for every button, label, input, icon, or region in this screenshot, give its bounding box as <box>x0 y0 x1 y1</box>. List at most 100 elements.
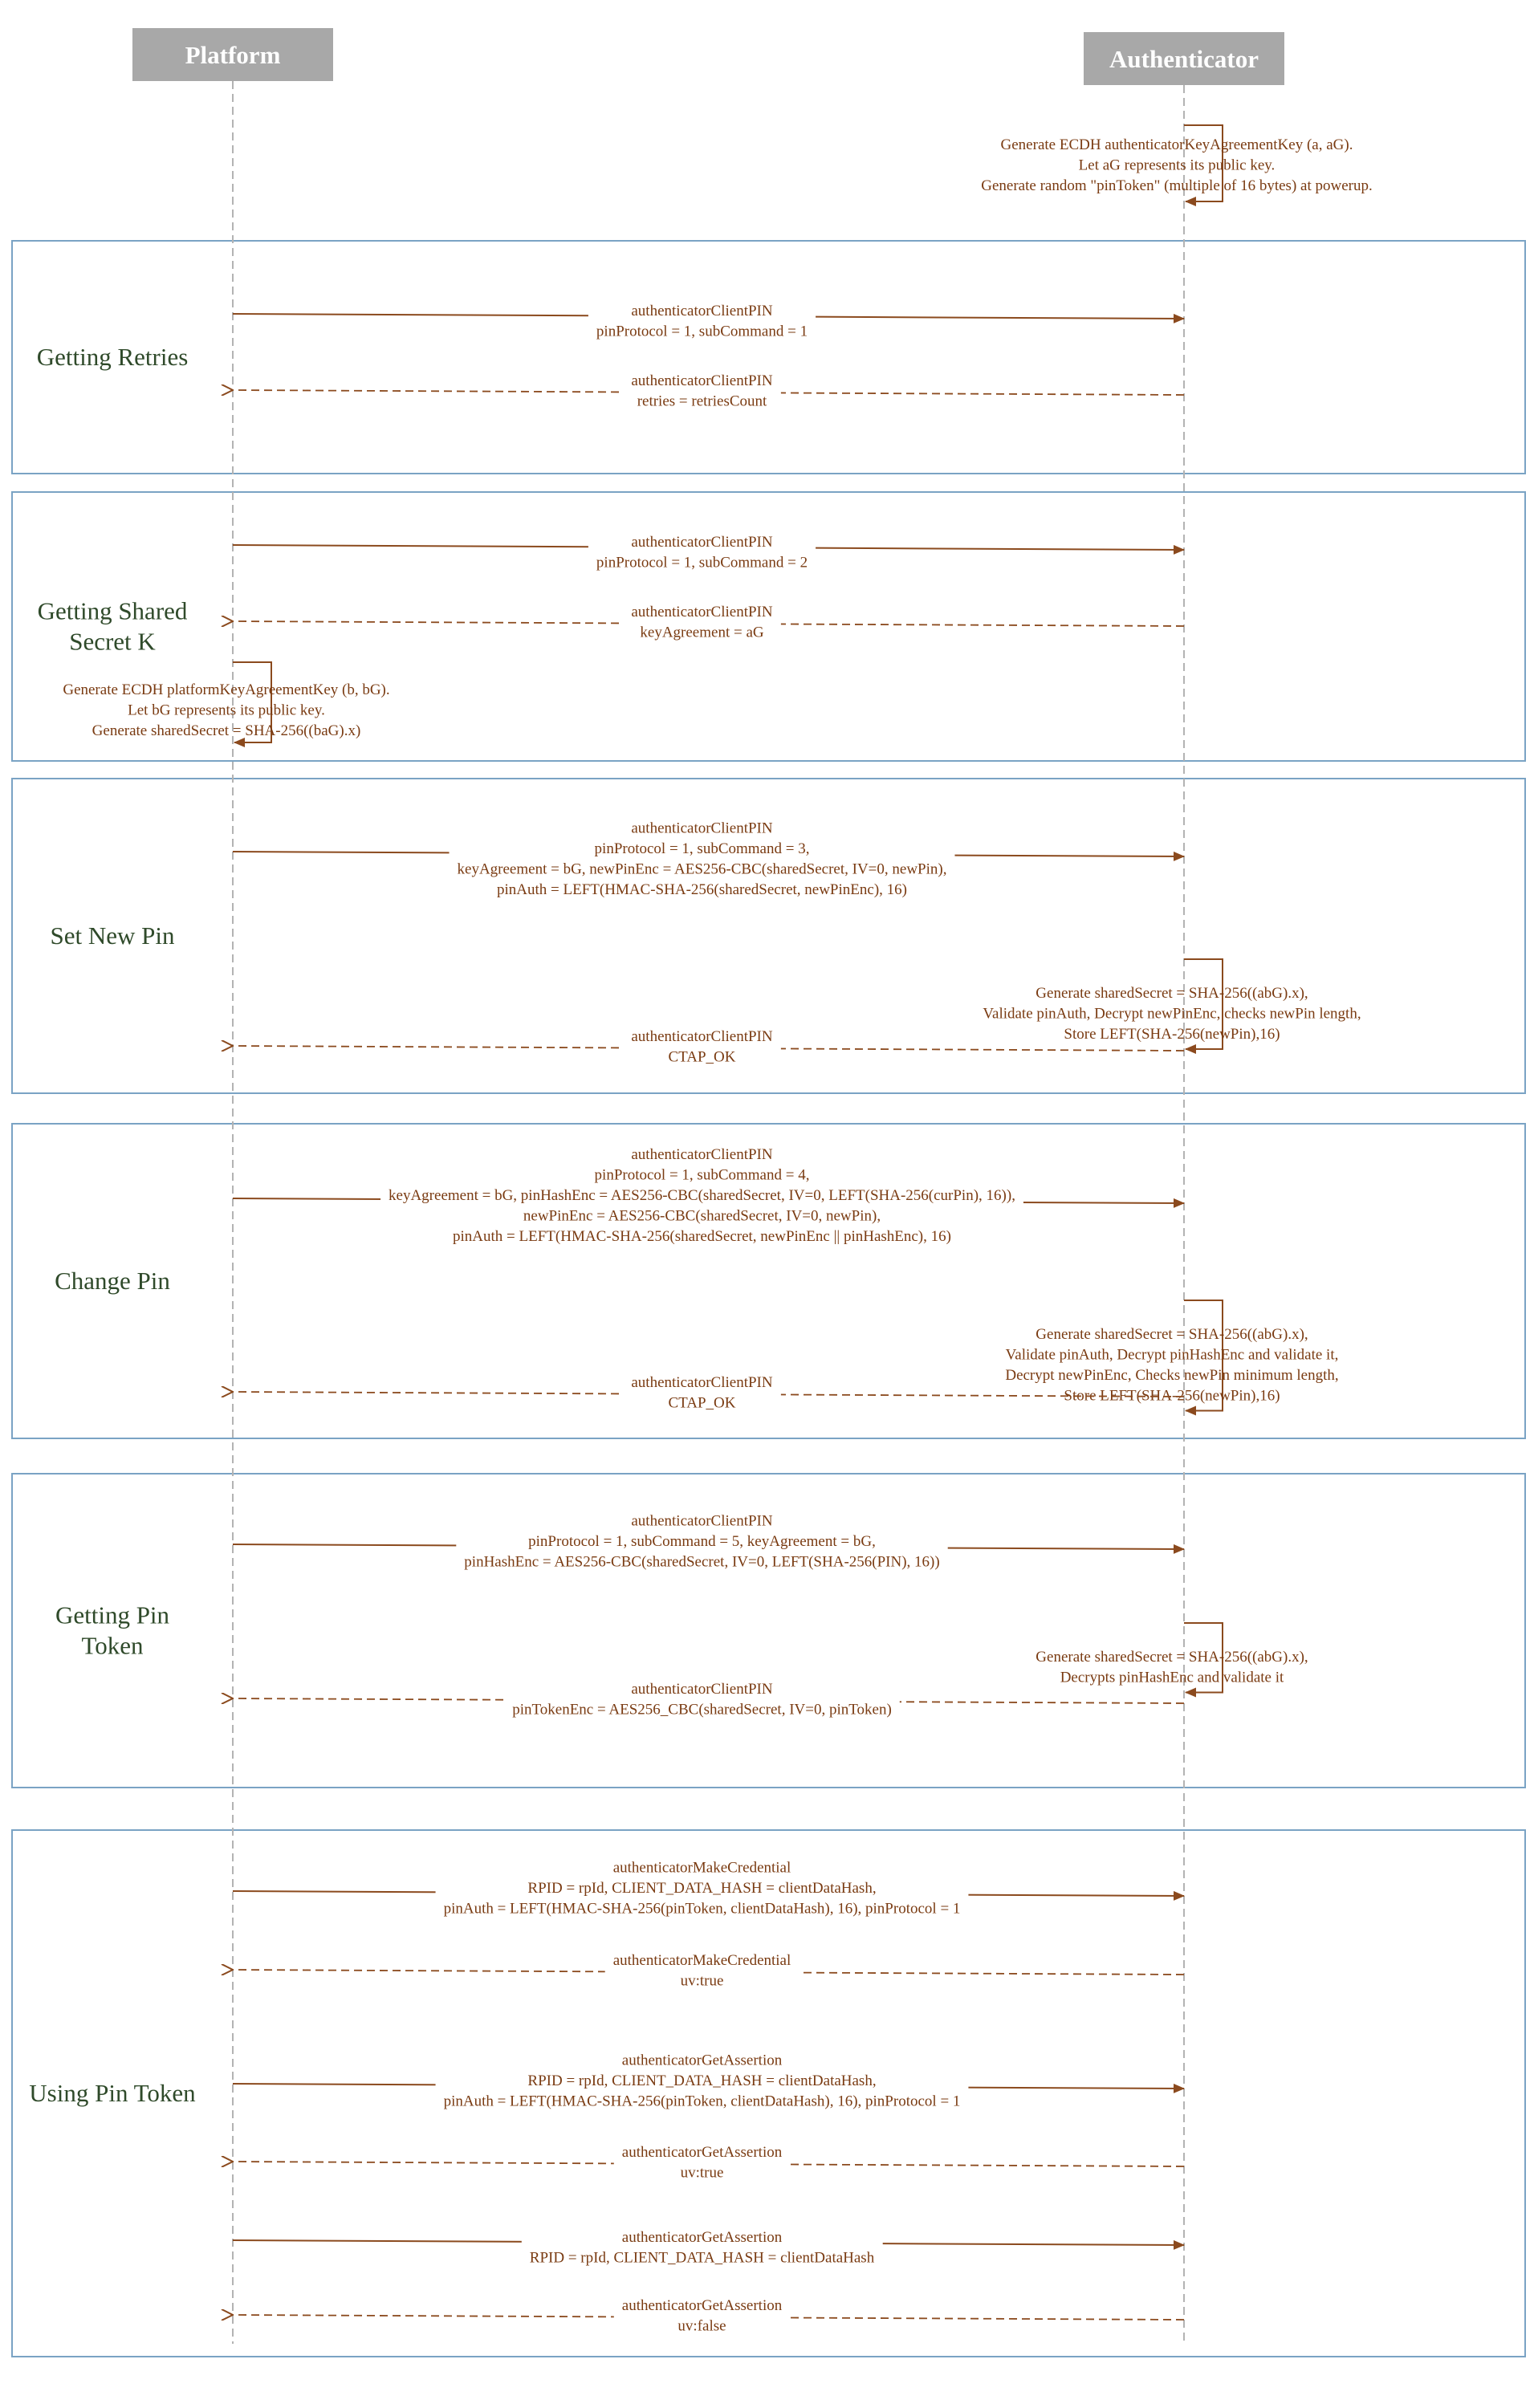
message-label-background <box>623 371 781 412</box>
request-label-line: newPinEnc = AES256-CBC(sharedSecret, IV=… <box>523 1208 881 1225</box>
message-label-background <box>588 532 816 573</box>
authenticator-self-note-line: Generate sharedSecret = SHA-256((abG).x)… <box>1036 1649 1308 1666</box>
response-label-line: CTAP_OK <box>669 1395 736 1412</box>
request-label-line: pinAuth = LEFT(HMAC-SHA-256(sharedSecret… <box>497 881 907 898</box>
request-label-line: authenticatorClientPIN <box>631 303 773 319</box>
request-label-line: authenticatorClientPIN <box>631 820 773 837</box>
message-4-2: Generate sharedSecret = SHA-256((abG).x)… <box>1005 1300 1339 1416</box>
response-label-line: uv:true <box>681 1973 724 1990</box>
authenticator-participant: Authenticator <box>1084 32 1284 85</box>
request-label-line: authenticatorClientPIN <box>631 534 773 551</box>
authenticator-self-arrow <box>1184 958 1223 1054</box>
response-label-line: authenticatorClientPIN <box>631 372 773 389</box>
message-3-1: authenticatorClientPIN pinProtocol = 1, s… <box>232 818 1185 900</box>
response-label: authenticatorClientPIN CTAP_OK <box>623 1027 781 1068</box>
message-label-background <box>521 2227 883 2268</box>
response-label-line: pinTokenEnc = AES256_CBC(sharedSecret, I… <box>512 1702 892 1719</box>
frame-border <box>11 778 1526 1094</box>
message-label-background <box>456 1511 948 1572</box>
request-label-line: pinProtocol = 1, subCommand = 2 <box>596 555 808 571</box>
message-6-2: authenticatorMakeCredential uv:true <box>233 1950 1185 1991</box>
authenticator-init-self-arrow <box>1184 124 1223 206</box>
request-label-line: authenticatorClientPIN <box>631 1146 773 1163</box>
response-label-line: uv:false <box>677 2318 726 2335</box>
frame-label: Getting Pin <box>55 1601 170 1629</box>
request-label-line: pinProtocol = 1, subCommand = 5, keyAgre… <box>528 1533 876 1550</box>
message-label-background <box>504 1679 900 1720</box>
message-label-background <box>613 2296 791 2337</box>
message-4-3: authenticatorClientPIN CTAP_OK <box>233 1373 1185 1413</box>
response-label-line: retries = retriesCount <box>637 393 767 410</box>
response-label: authenticatorClientPIN keyAgreement = aG <box>623 602 781 643</box>
authenticator-self-note-line: Decrypts pinHashEnc and validate it <box>1060 1670 1284 1686</box>
request-label-line: pinProtocol = 1, subCommand = 3, <box>595 840 810 857</box>
request-label-line: pinAuth = LEFT(HMAC-SHA-256(pinToken, cl… <box>444 2093 961 2110</box>
response-label-line: CTAP_OK <box>669 1049 736 1066</box>
message-label-background <box>380 1145 1023 1247</box>
authenticator-init-note: Generate ECDH authenticatorKeyAgreementK… <box>981 136 1372 194</box>
authenticator-self-note-line: Validate pinAuth, Decrypt newPinEnc, che… <box>983 1006 1361 1023</box>
response-label-line: keyAgreement = aG <box>640 624 763 641</box>
request-label-line: RPID = rpId, CLIENT_DATA_HASH = clientDa… <box>530 2250 875 2267</box>
request-label-line: pinHashEnc = AES256-CBC(sharedSecret, IV… <box>464 1554 939 1571</box>
message-label-background <box>623 1373 781 1413</box>
message-label-background <box>623 1027 781 1068</box>
message-3-2: Generate sharedSecret = SHA-256((abG).x)… <box>983 958 1361 1054</box>
response-label-line: authenticatorClientPIN <box>631 1374 773 1391</box>
request-label-line: authenticatorGetAssertion <box>622 2052 783 2069</box>
frame-label: Using Pin Token <box>29 2079 196 2107</box>
response-label-line: authenticatorClientPIN <box>631 1681 773 1698</box>
response-label-line: authenticatorMakeCredential <box>613 1952 791 1969</box>
frame-border <box>11 1473 1526 1788</box>
request-label-line: authenticatorGetAssertion <box>622 2229 783 2246</box>
lifelines-layer <box>232 81 1185 2344</box>
message-label-background <box>604 1950 800 1991</box>
response-label-line: authenticatorClientPIN <box>631 1028 773 1045</box>
platform-self-note: Generate ECDH platformKeyAgreementKey (b… <box>63 681 389 739</box>
message-1-2: authenticatorClientPIN retries = retriesC… <box>233 371 1185 412</box>
frame-border <box>11 240 1526 474</box>
authenticator-self-arrow <box>1184 1622 1223 1698</box>
message-5-3: authenticatorClientPIN pinTokenEnc = AES2… <box>233 1679 1185 1720</box>
frame-border <box>11 491 1526 762</box>
message-label-background <box>613 2142 791 2183</box>
frame-1: Getting Retries <box>11 240 1526 474</box>
platform-participant-box <box>132 28 333 81</box>
platform-self-arrow <box>233 661 272 747</box>
request-label-line: pinAuth = LEFT(HMAC-SHA-256(sharedSecret… <box>453 1228 951 1245</box>
message-label-background <box>435 1857 969 1919</box>
authenticator-self-note-line: Store LEFT(SHA-256(newPin),16) <box>1064 1026 1280 1043</box>
response-label: authenticatorClientPIN retries = retriesC… <box>623 371 781 412</box>
frame-label: Set New Pin <box>51 921 176 950</box>
message-label-background <box>449 818 955 900</box>
request-label-line: authenticatorMakeCredential <box>613 1860 791 1877</box>
frame-label: Change Pin <box>55 1267 170 1295</box>
authenticator-self-note: Generate sharedSecret = SHA-256((abG).x)… <box>1005 1326 1338 1405</box>
authenticator-self-note-line: Decrypt newPinEnc, Checks newPin minimum… <box>1005 1367 1338 1384</box>
message-5-2: Generate sharedSecret = SHA-256((abG).x)… <box>1036 1622 1308 1698</box>
platform-self-note-line: Generate sharedSecret = SHA-256((baG).x) <box>92 722 361 739</box>
authenticator-self-note-line: Generate sharedSecret = SHA-256((abG).x)… <box>1036 985 1308 1002</box>
response-label-line: authenticatorClientPIN <box>631 604 773 620</box>
request-label: authenticatorClientPIN pinProtocol = 1, s… <box>588 532 816 573</box>
frame-4: Change Pin <box>11 1123 1526 1439</box>
frame-label: Secret K <box>69 628 156 656</box>
message-2-1: authenticatorClientPIN pinProtocol = 1, s… <box>232 532 1185 573</box>
frame-3: Set New Pin <box>11 778 1526 1094</box>
